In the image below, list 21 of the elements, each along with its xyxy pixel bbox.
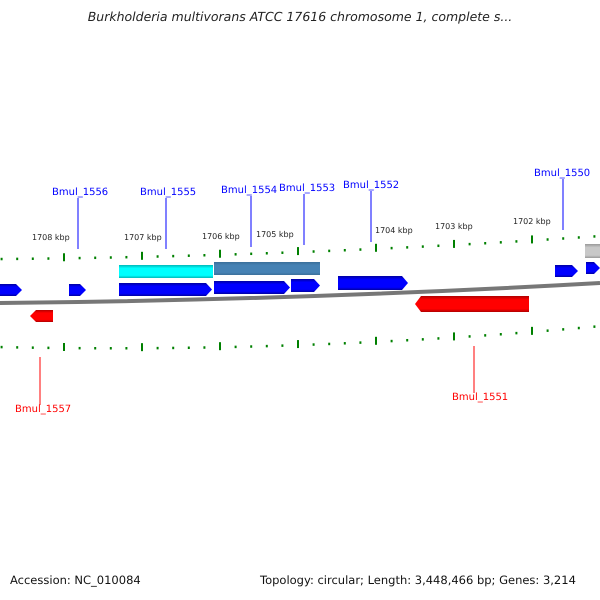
gene-label: Bmul_1550: [534, 169, 590, 179]
gene-label: Bmul_1555: [140, 188, 196, 198]
scale-label: 1705 kbp: [256, 231, 294, 239]
scale-label: 1703 kbp: [435, 223, 473, 231]
scale-label: 1708 kbp: [32, 234, 70, 242]
scale-label: 1702 kbp: [513, 218, 551, 226]
leader-line: [250, 196, 252, 248]
gene-label: Bmul_1553: [279, 184, 336, 194]
genome-info-text: Topology: circular; Length: 3,448,466 bp; Genes: 3,214: [260, 575, 576, 586]
leader-line: [370, 190, 372, 242]
title: Burkholderia multivorans ATCC 17616 chromosome 1, complete s...: [86, 11, 514, 24]
gene-label: Bmul_1557: [15, 405, 72, 415]
scale-label: 1704 kbp: [375, 227, 413, 235]
gene-label: Bmul_1551: [452, 393, 508, 403]
accession-text: Accession: NC_010084: [10, 575, 141, 586]
gene-label: Bmul_1554: [221, 186, 278, 196]
scale-label: 1707 kbp: [124, 234, 162, 242]
gene-label: Bmul_1552: [343, 181, 400, 191]
gene-label: Bmul_1556: [52, 188, 108, 198]
scale-label: 1706 kbp: [202, 233, 240, 241]
leader-line: [562, 178, 564, 230]
